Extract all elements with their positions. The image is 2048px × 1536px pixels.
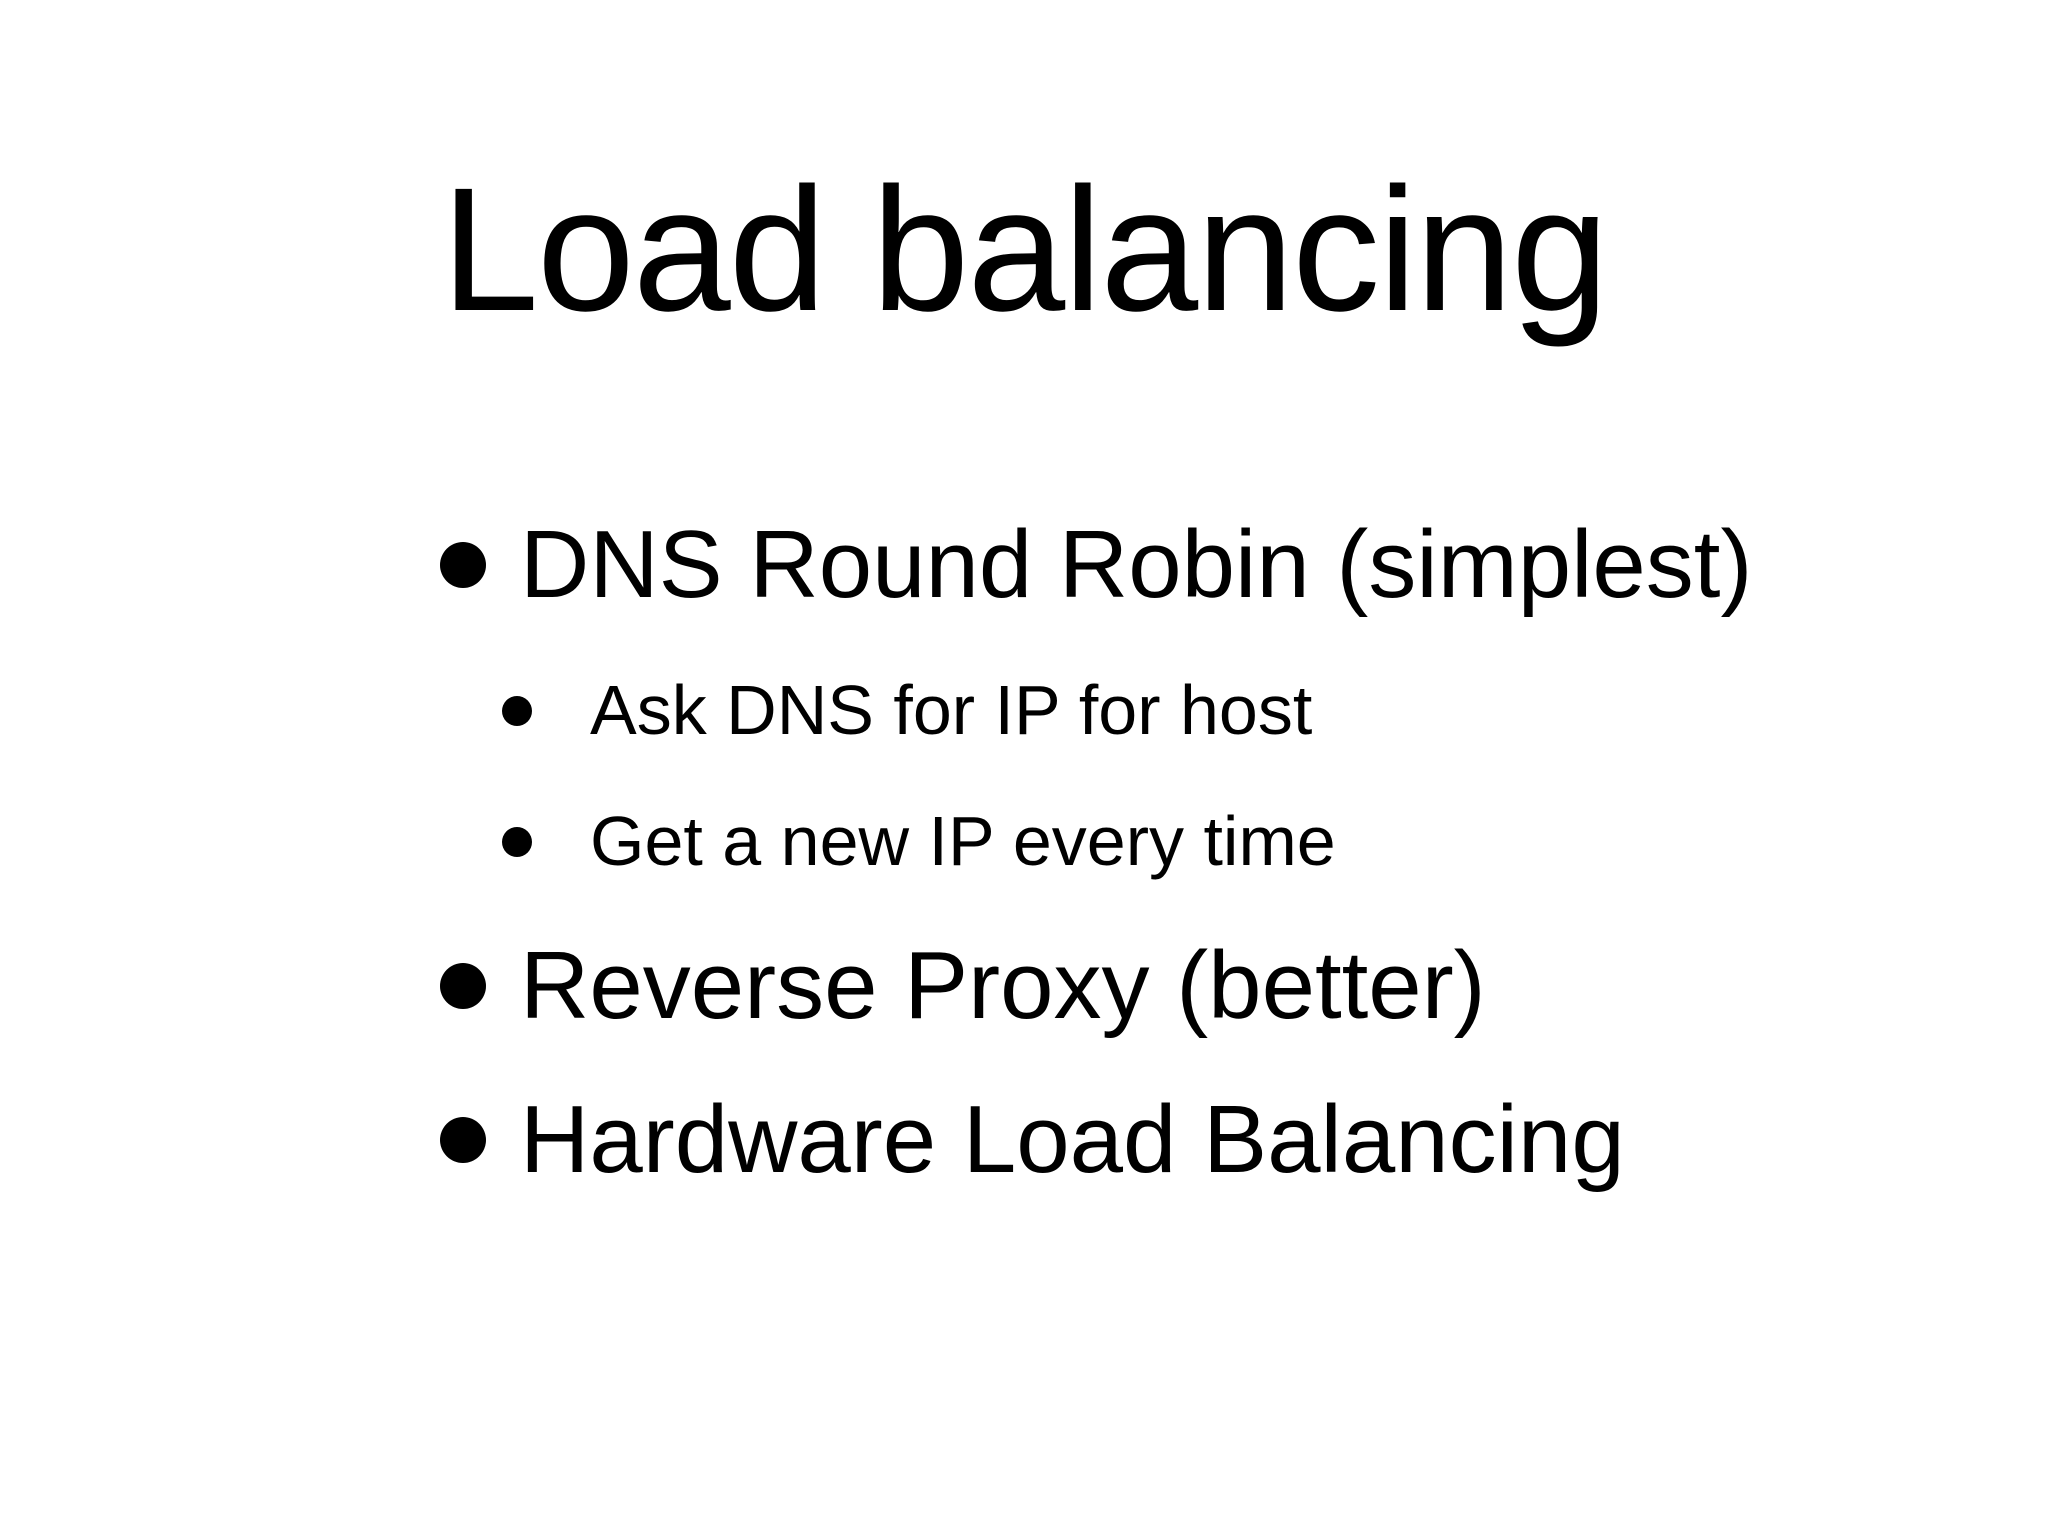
bullet-icon (502, 696, 532, 726)
bullet-icon (440, 963, 486, 1009)
bullet-text: Ask DNS for IP for host (590, 671, 1313, 749)
bullet-icon (502, 827, 532, 857)
bullet-icon (440, 542, 486, 588)
slide-title: Load balancing (441, 152, 1609, 348)
bullet-icon (440, 1117, 486, 1163)
bullet-text: Get a new IP every time (590, 802, 1336, 880)
bullet-text: Hardware Load Balancing (520, 1086, 1625, 1193)
bullet-text: DNS Round Robin (simplest) (520, 511, 1753, 618)
bullet-text: Reverse Proxy (better) (520, 932, 1486, 1039)
